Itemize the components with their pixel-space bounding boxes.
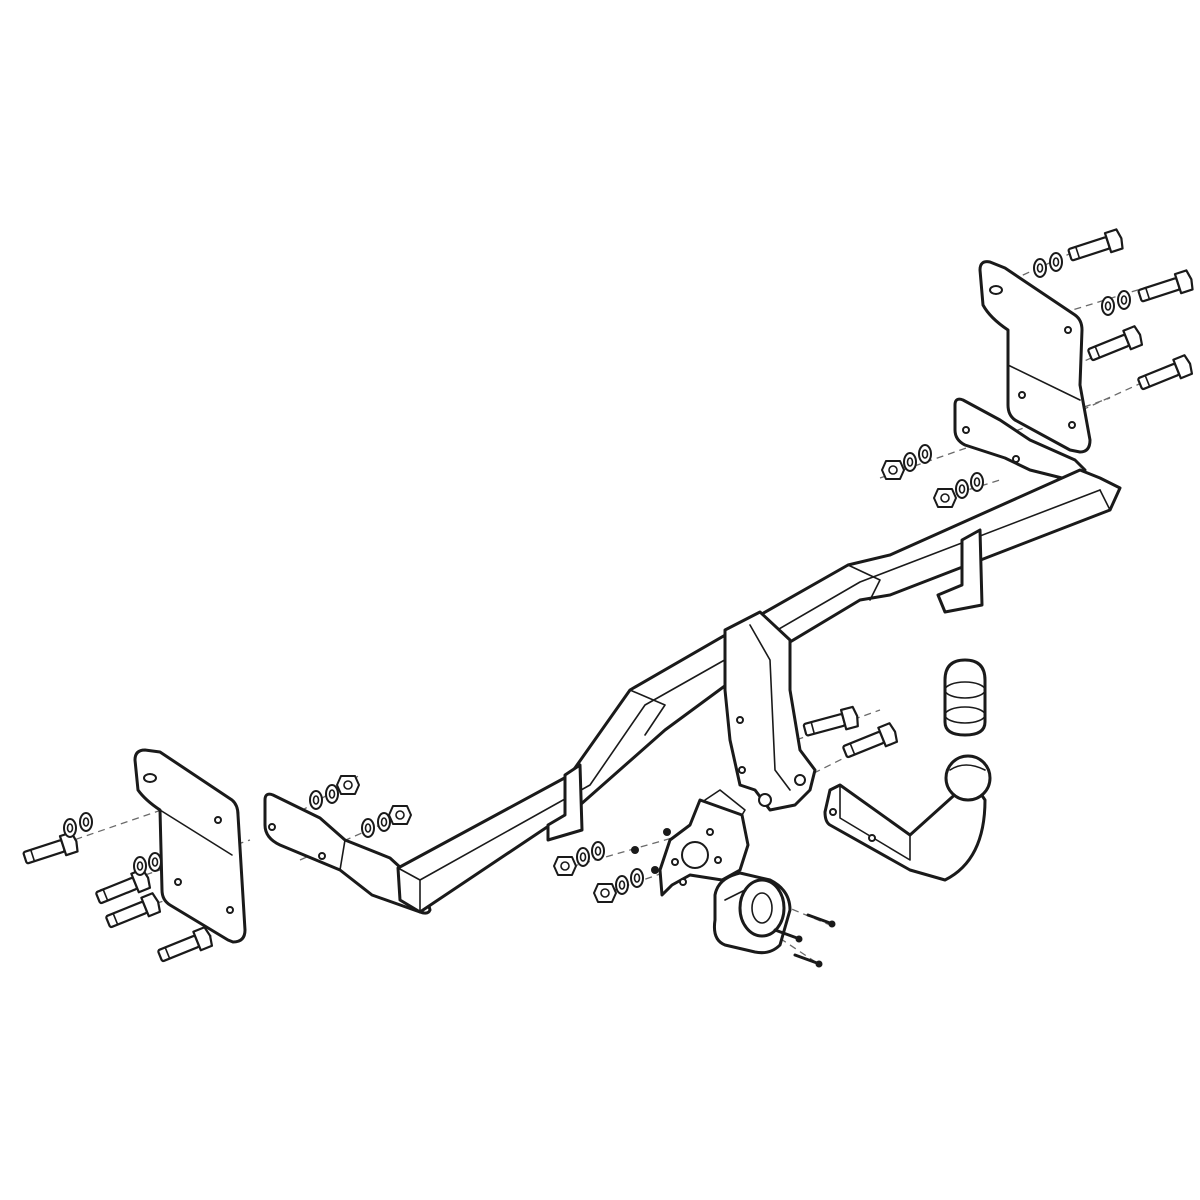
washer-icon [1117,290,1131,310]
hex-nut-icon [553,856,577,876]
hex-nut-icon [881,460,905,480]
hex-bolt-icon [1135,353,1195,395]
washer-icon [576,847,590,867]
washer-icon [361,818,375,838]
washer-icon [309,790,323,810]
small-nut-icon [663,828,671,836]
washer-icon [955,479,969,499]
tow-ball-neck [823,754,992,882]
screw-icon [806,913,837,929]
washer-icon [377,812,391,832]
right-outer-bracket [978,260,1092,454]
hex-bolt-icon [155,925,215,967]
washer-icon [970,472,984,492]
washer-icon [79,812,93,832]
hex-nut-icon [593,883,617,903]
washer-icon [63,818,77,838]
washer-icon [903,452,917,472]
small-nut-icon [631,846,639,854]
main-crossbar [396,468,1122,914]
washer-icon [918,444,932,464]
left-inner-bracket [263,792,432,915]
washer-icon [1033,258,1047,278]
socket-mounting-plate [658,789,750,897]
electrical-socket [713,871,792,955]
tow-ball-cap [943,658,987,737]
washer-icon [325,784,339,804]
washer-icon [630,868,644,888]
left-outer-bracket [133,748,247,944]
hex-bolt-icon [1135,268,1196,307]
washer-icon [148,852,162,872]
hex-nut-icon [388,805,412,825]
hex-nut-icon [933,488,957,508]
washer-icon [591,841,605,861]
washer-icon [615,875,629,895]
hex-bolt-icon [1065,227,1126,266]
washer-icon [133,856,147,876]
small-nut-icon [651,866,659,874]
washer-icon [1049,252,1063,272]
hex-bolt-icon [1085,324,1145,366]
screw-icon [793,953,824,969]
hex-nut-icon [336,775,360,795]
fastener-set [20,227,1196,969]
hex-bolt-icon [801,705,861,741]
washer-icon [1101,296,1115,316]
